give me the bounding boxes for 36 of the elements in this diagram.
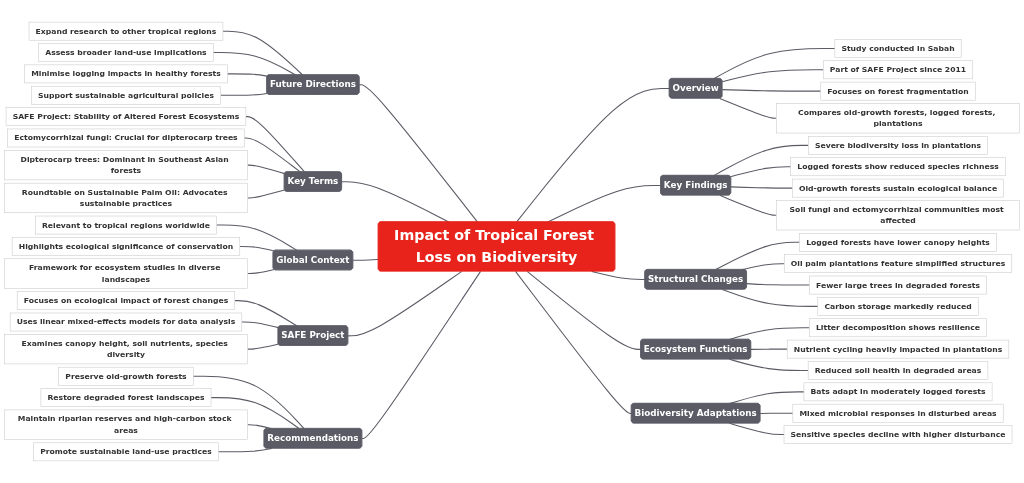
connector: [719, 194, 777, 216]
connector: [721, 69, 824, 83]
connector: [759, 412, 794, 415]
connector: [741, 263, 785, 271]
connector: [358, 84, 479, 223]
connector: [192, 375, 305, 430]
connector: [247, 164, 286, 175]
connector: [515, 87, 671, 223]
connector: [247, 343, 280, 350]
connector: [750, 348, 788, 350]
connector: [714, 241, 801, 271]
connector: [226, 73, 268, 77]
connector: [514, 270, 633, 415]
connector: [247, 189, 286, 199]
connector: [746, 283, 810, 286]
connector: [245, 116, 306, 173]
connector: [526, 270, 642, 350]
connector: [713, 47, 836, 80]
connector: [234, 300, 298, 327]
connector: [361, 270, 482, 440]
connector: [352, 258, 380, 261]
connector: [222, 30, 304, 76]
connector: [210, 397, 300, 430]
connector: [713, 144, 809, 177]
connector: [247, 268, 275, 275]
connector: [220, 92, 268, 96]
connector: [216, 224, 298, 251]
connector: [239, 245, 275, 252]
connector: [721, 89, 822, 92]
connector: [719, 97, 777, 119]
connector: [241, 321, 280, 329]
connector: [243, 137, 301, 173]
connector: [728, 358, 809, 372]
connector: [729, 166, 792, 178]
connector: [730, 186, 793, 189]
connector: [347, 270, 463, 337]
